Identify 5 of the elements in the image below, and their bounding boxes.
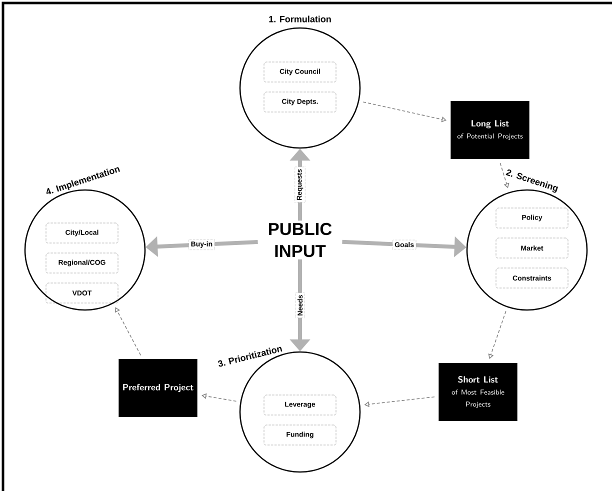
center-text: PUBLIC INPUT — [269, 222, 332, 258]
node-label: 1. Formulation — [269, 16, 331, 22]
arrow — [114, 307, 142, 356]
list-box: Preferred Project — [118, 359, 198, 417]
arrow — [488, 310, 506, 359]
